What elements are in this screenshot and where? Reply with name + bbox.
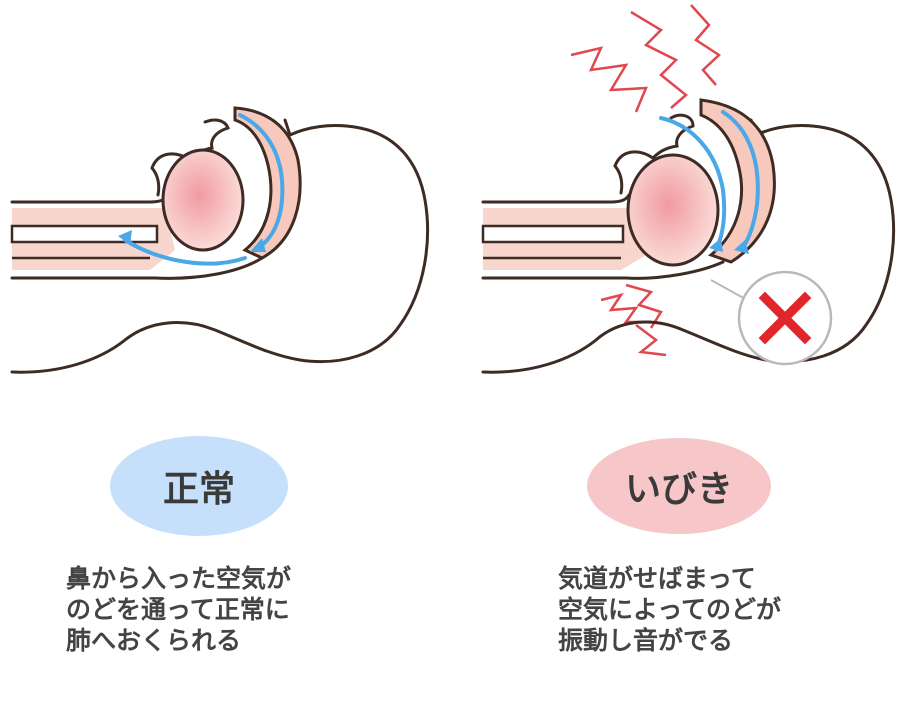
airflow-arrow xyxy=(238,113,285,250)
normal-label-oval: 正常 xyxy=(110,436,288,536)
normal-panel: 正常 鼻から入った空気が のどを通って正常に 肺へおくられる xyxy=(0,0,460,708)
snore-label: いびき xyxy=(624,469,733,510)
head-outline xyxy=(481,118,896,374)
vibration-lines-top xyxy=(570,4,722,113)
snore-caption-line: 空気によってのどが xyxy=(558,595,782,624)
tongue xyxy=(161,148,245,252)
snore-caption: 気道がせばまって 空気によってのどが 振動し音がでる xyxy=(558,563,781,656)
cross-icon xyxy=(758,291,812,345)
normal-caption-line: 鼻から入った空気が xyxy=(66,564,292,593)
normal-head-illustration xyxy=(10,106,430,374)
airflow-arrow xyxy=(659,116,727,252)
snore-head-illustration xyxy=(481,4,896,374)
snore-caption-line: 振動し音がでる xyxy=(558,626,734,655)
vibration-lines-bottom xyxy=(600,283,667,357)
throat-tissue xyxy=(233,106,302,260)
normal-caption-line: のどを通って正常に xyxy=(66,595,290,624)
snore-label-oval: いびき xyxy=(587,438,771,534)
snore-caption-line: 気道がせばまって xyxy=(558,564,756,593)
nose-mouth-outline xyxy=(613,113,695,195)
snore-panel: いびき 気道がせばまって 空気によってのどが 振動し音がでる xyxy=(461,0,921,708)
throat-tissue xyxy=(699,98,776,264)
normal-caption: 鼻から入った空気が のどを通って正常に 肺へおくられる xyxy=(66,563,291,656)
tongue xyxy=(626,153,720,267)
airflow-arrow xyxy=(721,110,760,252)
normal-caption-line: 肺へおくられる xyxy=(66,626,242,655)
head-outline xyxy=(10,118,430,374)
normal-label: 正常 xyxy=(162,469,235,510)
